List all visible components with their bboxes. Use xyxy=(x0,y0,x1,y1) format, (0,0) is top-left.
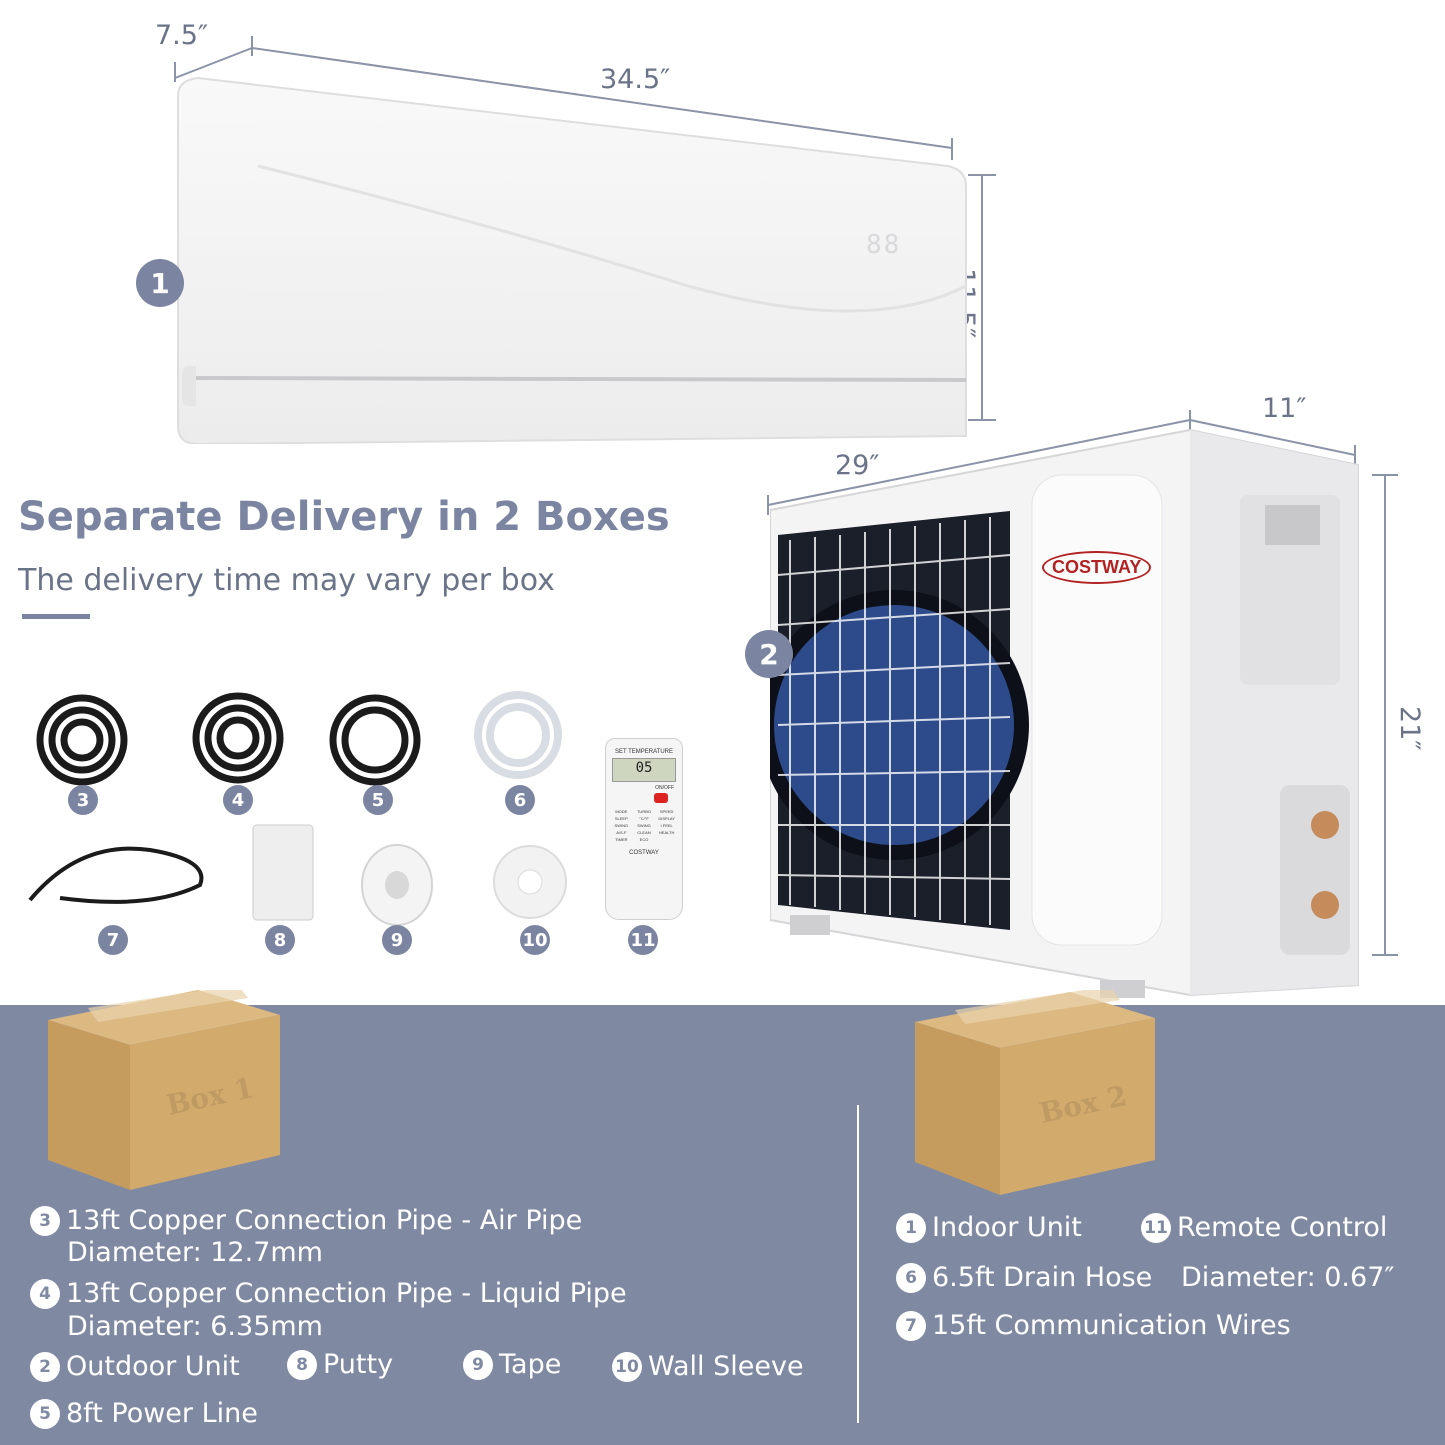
item-text: Wall Sleeve xyxy=(648,1351,804,1382)
indoor-unit: 88 xyxy=(168,66,968,446)
brand-logo: COSTWAY xyxy=(1042,551,1152,584)
accessory-badge: 6 xyxy=(505,785,535,815)
box1-item: 10 Wall Sleeve xyxy=(612,1351,804,1382)
remote-onoff-label: ON/OFF xyxy=(655,785,674,791)
item-number-badge: 3 xyxy=(30,1205,60,1236)
box1-item-sub: Diameter: 6.35mm xyxy=(67,1311,323,1342)
accessory-drawings xyxy=(28,691,567,926)
indoor-width-label: 34.5″ xyxy=(600,64,671,95)
remote-button: SWING xyxy=(637,823,651,828)
box1-item: 8 Putty xyxy=(287,1349,393,1380)
remote-button: HEALTH xyxy=(658,830,675,835)
box2-item-sub: Diameter: 0.67″ xyxy=(1181,1262,1395,1293)
dimension-lines xyxy=(174,36,1398,956)
box2-item: 7 15ft Communication Wires xyxy=(896,1310,1291,1341)
item-number-badge: 10 xyxy=(612,1351,642,1382)
item-number-badge: 7 xyxy=(896,1310,926,1341)
outdoor-unit-drawing xyxy=(759,428,1359,998)
item-text: Tape xyxy=(499,1349,562,1380)
remote-button: TURBO xyxy=(636,809,651,814)
remote-button: SPEED xyxy=(659,809,674,814)
remote-power-button xyxy=(654,793,668,803)
box-1: Box 1 xyxy=(48,985,283,1190)
outdoor-unit-badge: 2 xyxy=(745,630,793,678)
item-text: Remote Control xyxy=(1177,1212,1388,1243)
remote-button: DISPLAY xyxy=(658,816,675,821)
remote-title: SET TEMPERATURE xyxy=(614,749,673,755)
accessory-badge: 4 xyxy=(223,785,253,815)
remote-button: A/S-F xyxy=(616,830,627,835)
remote-button: SWING xyxy=(614,823,629,828)
item-text: 8ft Power Line xyxy=(66,1398,258,1429)
item-number-badge: 4 xyxy=(30,1278,60,1309)
indoor-display: 88 xyxy=(866,230,902,260)
box1-item: 2 Outdoor Unit xyxy=(30,1351,240,1382)
box1-item: 3 13ft Copper Connection Pipe - Air Pipe xyxy=(30,1205,582,1236)
box2-item: 1 Indoor Unit xyxy=(896,1212,1082,1243)
outdoor-depth-label: 11″ xyxy=(1262,393,1307,424)
remote-button-grid: MODE TURBO SPEED SLEEP °C/°F DISPLAY SWI… xyxy=(611,809,677,842)
accessories: 3 4 5 6 7 8 9 10 11 SET TEMPERATURE 05 O… xyxy=(0,660,720,960)
headline-underline xyxy=(22,614,90,619)
accessory-badge: 9 xyxy=(382,925,412,955)
remote-button: ECO xyxy=(639,837,649,842)
remote-button: TIMER xyxy=(615,837,628,842)
item-number-badge: 6 xyxy=(896,1262,926,1293)
remote-button: °C/°F xyxy=(639,816,649,821)
item-text: 6.5ft Drain Hose xyxy=(932,1262,1153,1293)
outdoor-unit: COSTWAY xyxy=(759,425,1360,1005)
headline: Separate Delivery in 2 Boxes xyxy=(18,494,670,540)
panel-divider xyxy=(857,1105,859,1423)
remote-brand: COSTWAY xyxy=(629,850,659,856)
item-number-badge: 1 xyxy=(896,1212,926,1243)
accessory-badge: 10 xyxy=(520,925,550,955)
item-number-badge: 9 xyxy=(463,1349,493,1380)
box-2-drawing xyxy=(915,986,1155,1195)
accessory-badge: 11 xyxy=(628,925,658,955)
outdoor-width-label: 29″ xyxy=(835,450,880,481)
box1-item: 5 8ft Power Line xyxy=(30,1398,258,1429)
remote-screen: 05 xyxy=(612,758,676,782)
accessory-badge: 7 xyxy=(98,925,128,955)
item-text: 13ft Copper Connection Pipe - Liquid Pip… xyxy=(66,1278,627,1309)
accessory-badge: 5 xyxy=(363,785,393,815)
item-number-badge: 5 xyxy=(30,1398,60,1429)
indoor-depth-label: 7.5″ xyxy=(155,20,209,51)
item-text: Putty xyxy=(323,1349,394,1380)
item-text: Outdoor Unit xyxy=(66,1351,240,1382)
remote-readout: 05 xyxy=(635,760,653,776)
item-text: Indoor Unit xyxy=(932,1212,1082,1243)
box1-item: 9 Tape xyxy=(463,1349,561,1380)
remote-button: CLEAN xyxy=(637,830,651,835)
item-number-badge: 8 xyxy=(287,1349,317,1380)
subheadline: The delivery time may vary per box xyxy=(18,563,555,598)
box1-item: 4 13ft Copper Connection Pipe - Liquid P… xyxy=(30,1278,627,1309)
box-1-drawing xyxy=(48,985,280,1190)
box2-item: 11 Remote Control xyxy=(1141,1212,1387,1243)
accessory-badge: 3 xyxy=(68,785,98,815)
remote-button: I FEEL xyxy=(660,823,673,828)
item-number-badge: 2 xyxy=(30,1351,60,1382)
indoor-unit-drawing xyxy=(177,76,967,446)
remote-button: SLEEP xyxy=(614,816,628,821)
remote-control: SET TEMPERATURE 05 ON/OFF MODE TURBO SPE… xyxy=(605,738,683,920)
item-text: 15ft Communication Wires xyxy=(932,1310,1291,1341)
remote-button: MODE xyxy=(615,809,628,814)
indoor-unit-badge: 1 xyxy=(136,259,184,307)
item-text: 13ft Copper Connection Pipe - Air Pipe xyxy=(66,1205,583,1236)
accessory-badge: 8 xyxy=(265,925,295,955)
box2-item: 6 6.5ft Drain Hose xyxy=(896,1262,1152,1293)
outdoor-height-label: 21″ xyxy=(1394,706,1425,751)
box-2: Box 2 xyxy=(915,986,1160,1200)
box1-item-sub: Diameter: 12.7mm xyxy=(67,1237,323,1268)
item-number-badge: 11 xyxy=(1141,1212,1171,1243)
